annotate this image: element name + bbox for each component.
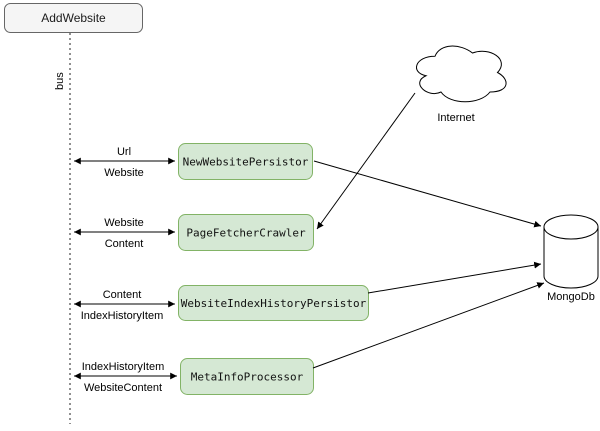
component-label: WebsiteIndexHistoryPersistor <box>181 297 367 310</box>
internet-label: Internet <box>437 112 474 124</box>
row-websiteindexhistorypersistor: Content IndexHistoryItem WebsiteIndexHis… <box>74 285 369 322</box>
row-metainfoprocessor: IndexHistoryItem WebsiteContent MetaInfo… <box>74 358 314 395</box>
row-newwebsitepersistor: Url Website NewWebsitePersistor <box>74 143 313 180</box>
component-node-newwebsitepersistor <box>178 143 313 180</box>
internet-node: Internet <box>416 45 507 124</box>
arrow-websiteindexhistorypersistor-to-mongodb <box>367 261 542 294</box>
database-cylinder-top <box>543 214 599 240</box>
component-label: NewWebsitePersistor <box>183 156 309 169</box>
arrow-in-label: Content <box>103 289 142 301</box>
internet-cloud-icon <box>416 45 507 103</box>
arrow-out-label: Content <box>105 238 144 250</box>
component-label: PageFetcherCrawler <box>186 227 306 240</box>
database-cylinder-body <box>543 226 599 289</box>
component-label: MetaInfoProcessor <box>191 371 304 384</box>
addwebsite-node: AddWebsite <box>4 3 143 33</box>
addwebsite-box <box>4 3 143 33</box>
mongodb-label: MongoDb <box>547 291 595 303</box>
arrow-out-label: Website <box>104 167 144 179</box>
component-node-pagefetchercrawler <box>178 214 314 251</box>
arrow-in-label: IndexHistoryItem <box>82 361 165 373</box>
component-node-websiteindexhistorypersistor <box>178 285 369 321</box>
arrow-newwebsitepersistor-to-mongodb <box>313 160 542 228</box>
arrow-metainfoprocessor-to-mongodb <box>312 282 545 369</box>
arrow-in-label: Url <box>117 146 131 158</box>
arrow-in-label: Website <box>104 217 144 229</box>
addwebsite-label: AddWebsite <box>41 11 106 25</box>
arrow-out-label: IndexHistoryItem <box>81 310 164 322</box>
row-pagefetchercrawler: Website Content PageFetcherCrawler <box>74 214 314 251</box>
component-node-metainfoprocessor <box>180 358 314 395</box>
arrow-out-label: WebsiteContent <box>84 382 162 394</box>
bus-label: bus <box>54 72 66 90</box>
arrow-internet-to-pagefetchercrawler <box>316 92 416 230</box>
mongodb-node: MongoDb <box>543 214 599 303</box>
